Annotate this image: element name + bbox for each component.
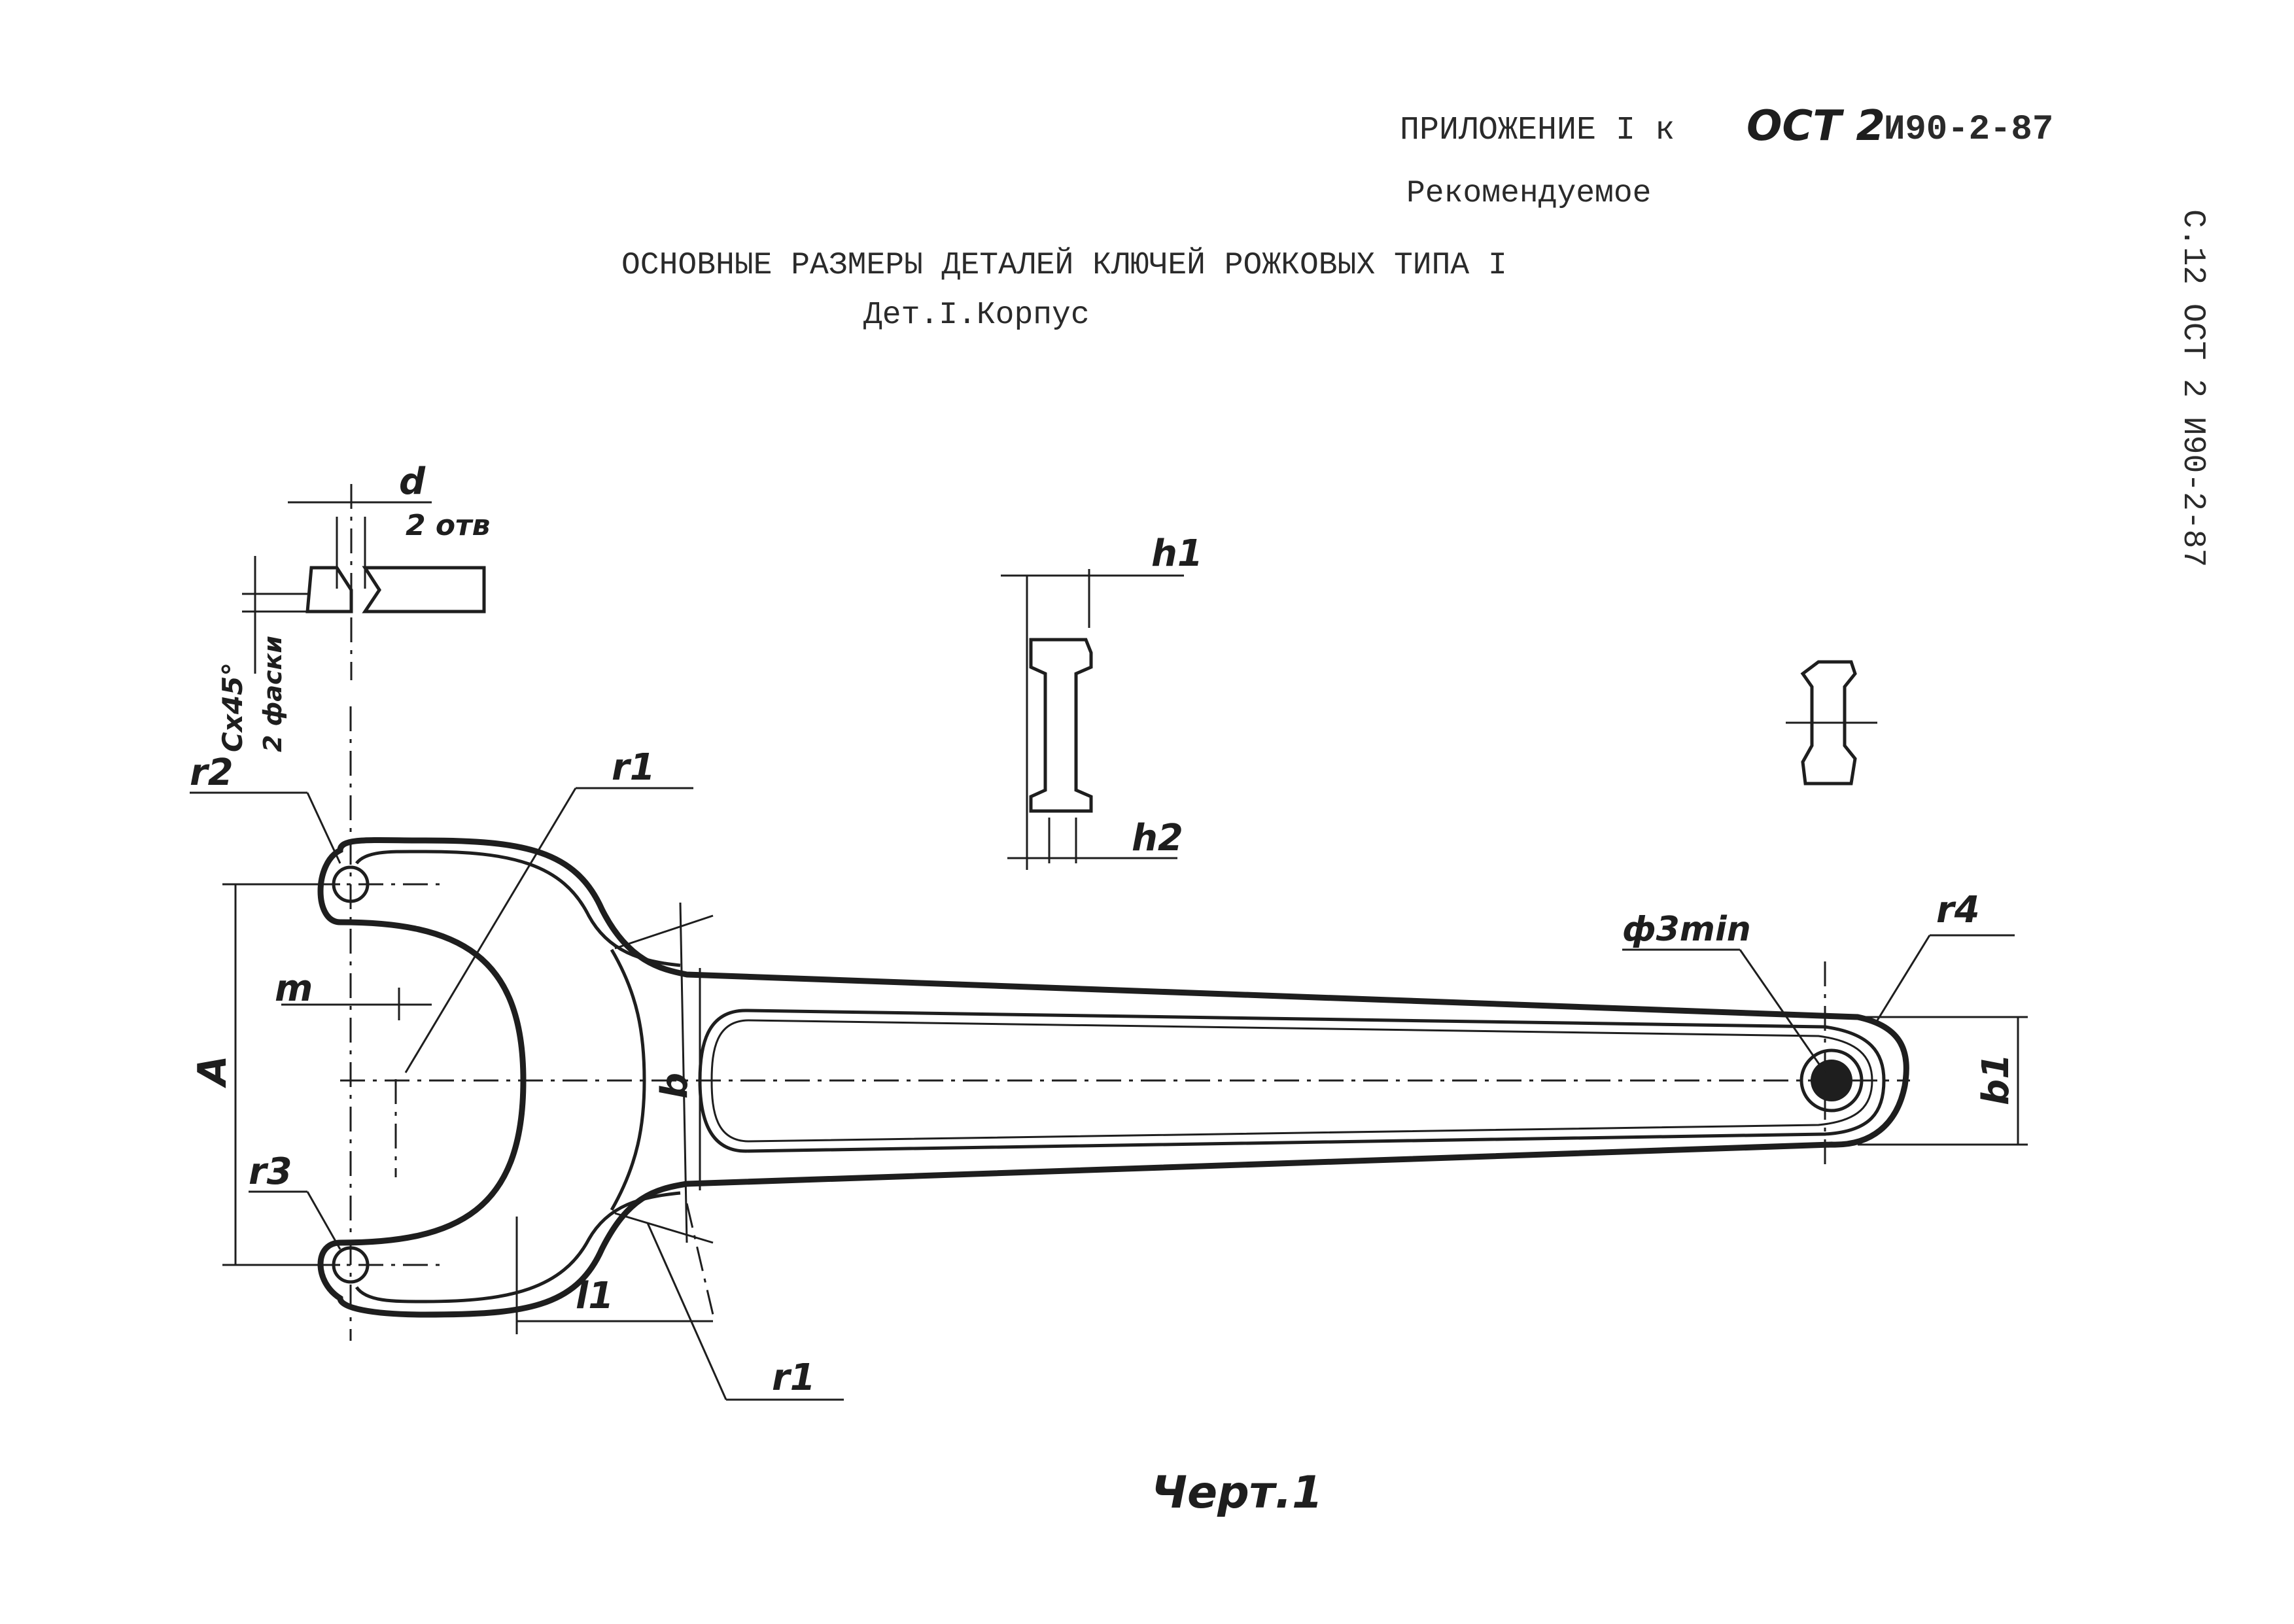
appendix-label: ПРИЛОЖЕНИЕ I к [1400, 112, 1675, 149]
label-chamfer: Сх45° [217, 663, 249, 752]
status-label: Рекомендуемое [1406, 176, 1651, 211]
label-chamfer-count: 2 фаски [258, 636, 287, 752]
standard-code: ОСТ 2 [1747, 102, 1885, 150]
label-hole-min: ф3min [1622, 910, 1751, 949]
standard-number: И90-2-87 [1884, 110, 2053, 150]
label-b1: b1 [1975, 1054, 2017, 1105]
label-r2: r2 [190, 752, 234, 794]
label-h2: h2 [1132, 817, 1183, 859]
wrench-outline [314, 706, 1910, 1341]
dimension-lines [190, 787, 2028, 1401]
label-A: A [190, 1056, 235, 1088]
label-l1: l1 [576, 1275, 614, 1317]
figure-caption: Черт.1 [1151, 1467, 1323, 1519]
label-d: d [399, 460, 426, 503]
label-h1: h1 [1151, 532, 1203, 575]
label-r1-top: r1 [612, 746, 655, 789]
label-m: m [275, 967, 313, 1010]
hole-section-detail [242, 484, 486, 680]
cross-section-h [1001, 569, 1184, 870]
label-b: b [653, 1073, 696, 1099]
label-r4: r4 [1936, 889, 1980, 931]
document-subtitle: Дет.I.Корпус [863, 298, 1090, 333]
cross-section-end [1786, 660, 1877, 786]
side-stamp: С.12 ОСТ 2 И90-2-87 [2175, 209, 2210, 567]
label-r3: r3 [249, 1150, 292, 1193]
document-title: ОСНОВНЫЕ РАЗМЕРЫ ДЕТАЛЕЙ КЛЮЧЕЙ РОЖКОВЫХ… [621, 247, 1507, 283]
label-holes: 2 отв [406, 509, 491, 542]
label-r1-bottom: r1 [772, 1356, 816, 1399]
